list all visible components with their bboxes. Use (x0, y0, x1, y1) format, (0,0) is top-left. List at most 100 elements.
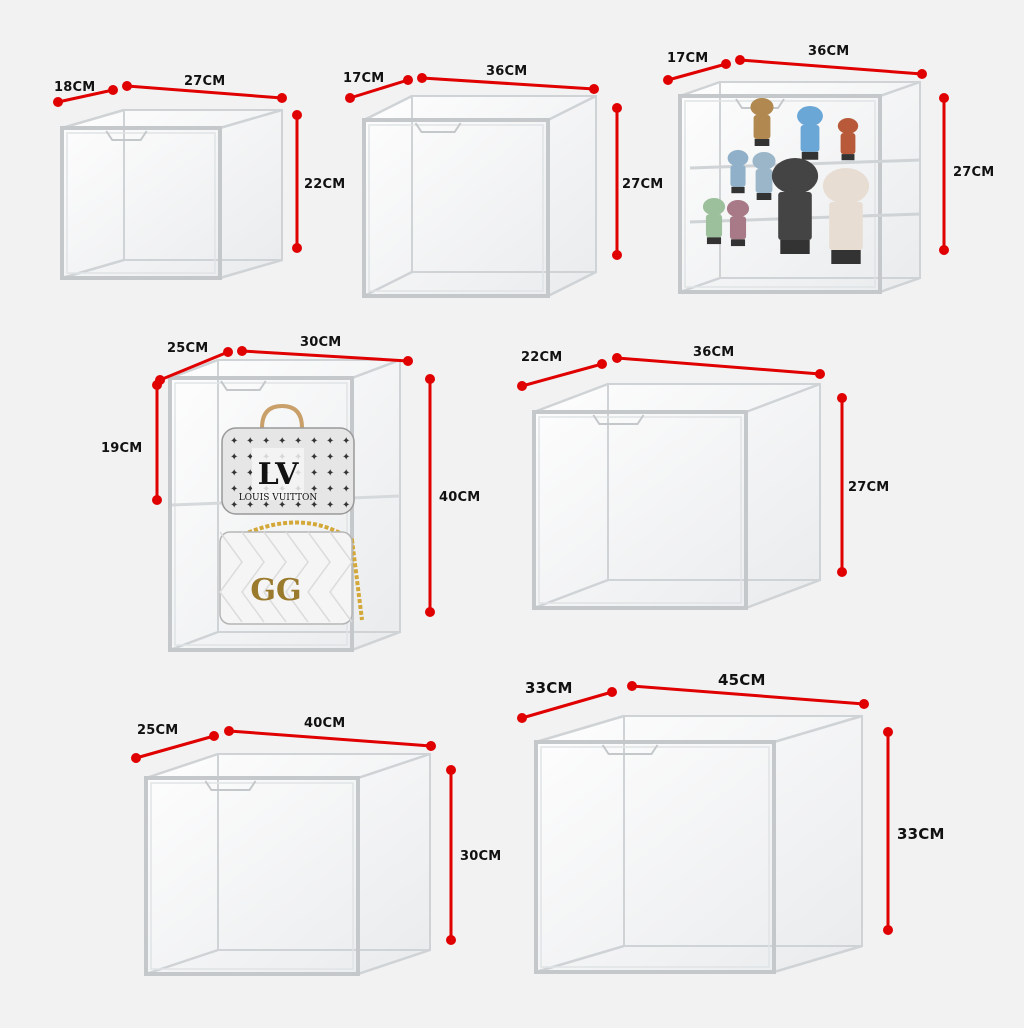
bag-top-pattern: ✦ (326, 468, 334, 479)
box-6-width-dim-end-a (224, 726, 234, 736)
box-6-handle (204, 780, 257, 791)
box-5-depth-dim (517, 359, 607, 391)
box-2-front-frame (362, 118, 550, 298)
box-7-width-dim-end-b (859, 699, 869, 709)
box-1-back-frame (123, 109, 283, 261)
figure-toy-9 (822, 168, 870, 264)
box-1-depth-dim (53, 85, 118, 107)
box-7-depth-dim-end-b (607, 687, 617, 697)
box-7-height-label: 33CM (897, 825, 945, 843)
box-2-edge-3 (547, 270, 597, 298)
box-4-height-dim-end-a (425, 374, 435, 384)
bag-top-pattern: ✦ (278, 500, 286, 511)
box-4-front-inner (174, 382, 348, 646)
box-5-height-label: 27CM (848, 480, 890, 495)
box-2-height-label: 27CM (622, 177, 664, 192)
figure-toy-4-head (727, 150, 749, 167)
box-2-box (362, 94, 597, 298)
figure-toy-7-feet (730, 239, 746, 247)
box-2-height-dim-end-b (612, 250, 622, 260)
box-4-shelf-height-dim-end-a (152, 380, 162, 390)
box-3-height-dim-end-b (939, 245, 949, 255)
bag-top: ✦✦✦✦✦✦✦✦✦✦✦✦✦✦✦✦✦✦✦✦✦✦✦✦✦✦✦✦✦✦✦✦✦✦✦✦✦✦✦✦… (221, 403, 355, 515)
box-2-depth-dim (345, 75, 413, 103)
bag-top-pattern: ✦ (342, 500, 350, 511)
figure-toy-4 (727, 150, 749, 194)
box-2-handle (414, 122, 462, 133)
box-7-width-dim-line (631, 684, 865, 706)
box-3-depth-dim-end-b (721, 59, 731, 69)
box-5-glass (534, 384, 820, 608)
bag-top-pattern: ✦ (230, 468, 238, 479)
box-6-height-dim (446, 765, 456, 945)
bag-bottom-quilt (329, 531, 353, 623)
box-1-front-frame (60, 126, 222, 280)
box-7-glass (536, 716, 862, 972)
box-1-handle (105, 130, 148, 141)
box-7-front-frame (534, 740, 776, 974)
box-5-front-inner (538, 416, 742, 604)
box-1-width-dim (122, 81, 287, 103)
box-1-front-inner (66, 132, 216, 274)
box-7-handle (601, 744, 659, 755)
box-6-edge-1 (357, 752, 431, 780)
bag-top-pattern: ✦ (342, 436, 350, 447)
figure-toy-1-head (750, 98, 774, 116)
box-1-depth-dim-end-a (53, 97, 63, 107)
figure-toy-9-body (829, 202, 863, 250)
box-3-edge-2 (679, 276, 721, 294)
bag-top-pattern: ✦ (278, 436, 286, 447)
bag-top-pattern: ✦ (342, 484, 350, 495)
figure-toy-3-feet (841, 154, 855, 161)
figure-toy-3 (837, 118, 859, 161)
bag-top-pattern: ✦ (246, 452, 254, 463)
figure-toy-8-body (778, 192, 812, 240)
box-4-edge-2 (169, 630, 219, 652)
box-1-glass (62, 110, 282, 278)
figure-toy-5-feet (756, 193, 772, 200)
box-3-edge-0 (679, 80, 721, 98)
box-6-height-label: 30CM (460, 849, 502, 864)
bag-top-logo: LV (258, 457, 300, 492)
bag-top-pattern: ✦ (310, 468, 318, 479)
box-3-edge-3 (879, 276, 921, 294)
box-2-front-inner (368, 124, 544, 292)
box-2-edge-2 (363, 270, 413, 298)
box-2-depth-dim-line (349, 78, 409, 100)
box-2-depth-dim-end-b (403, 75, 413, 85)
box-4-depth-label: 25CM (167, 341, 209, 356)
box-3-height-label: 27CM (953, 165, 995, 180)
bag-top-pattern: ✦ (326, 452, 334, 463)
bag-top-pattern: ✦ (326, 484, 334, 495)
figure-toy-1-feet (754, 139, 770, 146)
box-5-depth-dim-line (521, 362, 603, 388)
bag-top-pattern: ✦ (310, 484, 318, 495)
box-5-edge-0 (533, 382, 609, 414)
box-6-front-frame (144, 776, 360, 976)
box-4-shelf-height-dim-end-b (152, 495, 162, 505)
bag-top-pattern: ✦ (310, 436, 318, 447)
bag-bottom-quilt (285, 531, 309, 623)
box-5-width-label: 36CM (693, 345, 735, 360)
figure-toy-3-head (837, 118, 859, 134)
box-1-edge-1 (219, 108, 283, 130)
figure-toy-5 (752, 152, 776, 200)
box-6-depth-dim-line (135, 734, 215, 760)
box-4-handle (220, 380, 267, 391)
bag-top-pattern: ✦ (246, 468, 254, 479)
box-1-width-dim-end-b (277, 93, 287, 103)
box-1-edge-3 (219, 258, 283, 280)
bag-bottom-logo: GG (250, 573, 301, 608)
box-3-height-dim (939, 93, 949, 255)
box-4-front-frame (168, 376, 354, 652)
box-5-edge-3 (745, 578, 821, 610)
box-5-depth-dim-end-a (517, 381, 527, 391)
box-1-depth-dim-line (57, 88, 114, 104)
bag-top-pattern: ✦ (326, 500, 334, 511)
box-4-edge-0 (169, 358, 219, 380)
bag-top-pattern: ✦ (342, 452, 350, 463)
box-1-height-label: 22CM (304, 177, 346, 192)
box-5-depth-label: 22CM (521, 350, 563, 365)
bag-top-pattern: ✦ (310, 452, 318, 463)
